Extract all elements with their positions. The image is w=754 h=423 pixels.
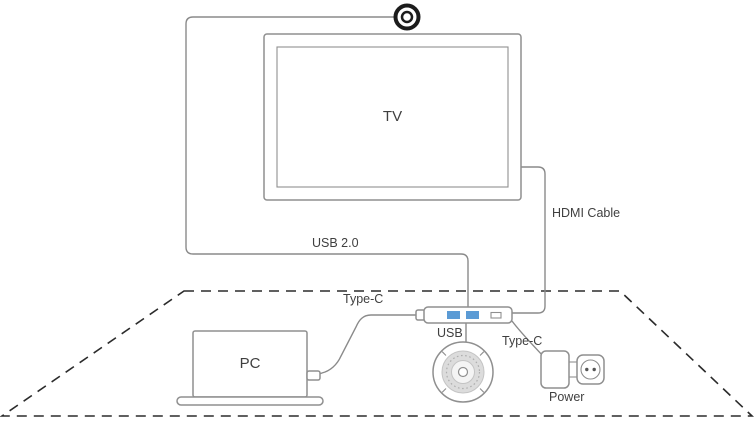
hdmi-cable-label: HDMI Cable	[552, 206, 621, 220]
usb-cable-label: USB 2.0	[312, 236, 359, 250]
pc-label: PC	[239, 355, 261, 372]
laptop	[176, 330, 324, 406]
power-label: Power	[549, 390, 585, 404]
speakerphone	[432, 341, 494, 403]
typec-connector	[306, 370, 321, 381]
power-adapter	[540, 350, 577, 389]
hdmi-cable	[511, 166, 546, 314]
typec-power-label: Type-C	[502, 334, 543, 348]
table-surface	[0, 290, 754, 417]
usb-2-cable	[185, 16, 469, 309]
tv	[263, 33, 522, 201]
power-outlet-icon	[576, 354, 605, 385]
usb-hub	[415, 306, 513, 324]
typec-pc-label: Type-C	[343, 292, 384, 306]
webcam-icon	[393, 3, 421, 31]
usb-port-label: USB	[437, 326, 463, 340]
typec-cable-pc	[318, 314, 420, 375]
typec-cable-power	[511, 320, 544, 357]
tv-label: TV	[382, 108, 403, 125]
